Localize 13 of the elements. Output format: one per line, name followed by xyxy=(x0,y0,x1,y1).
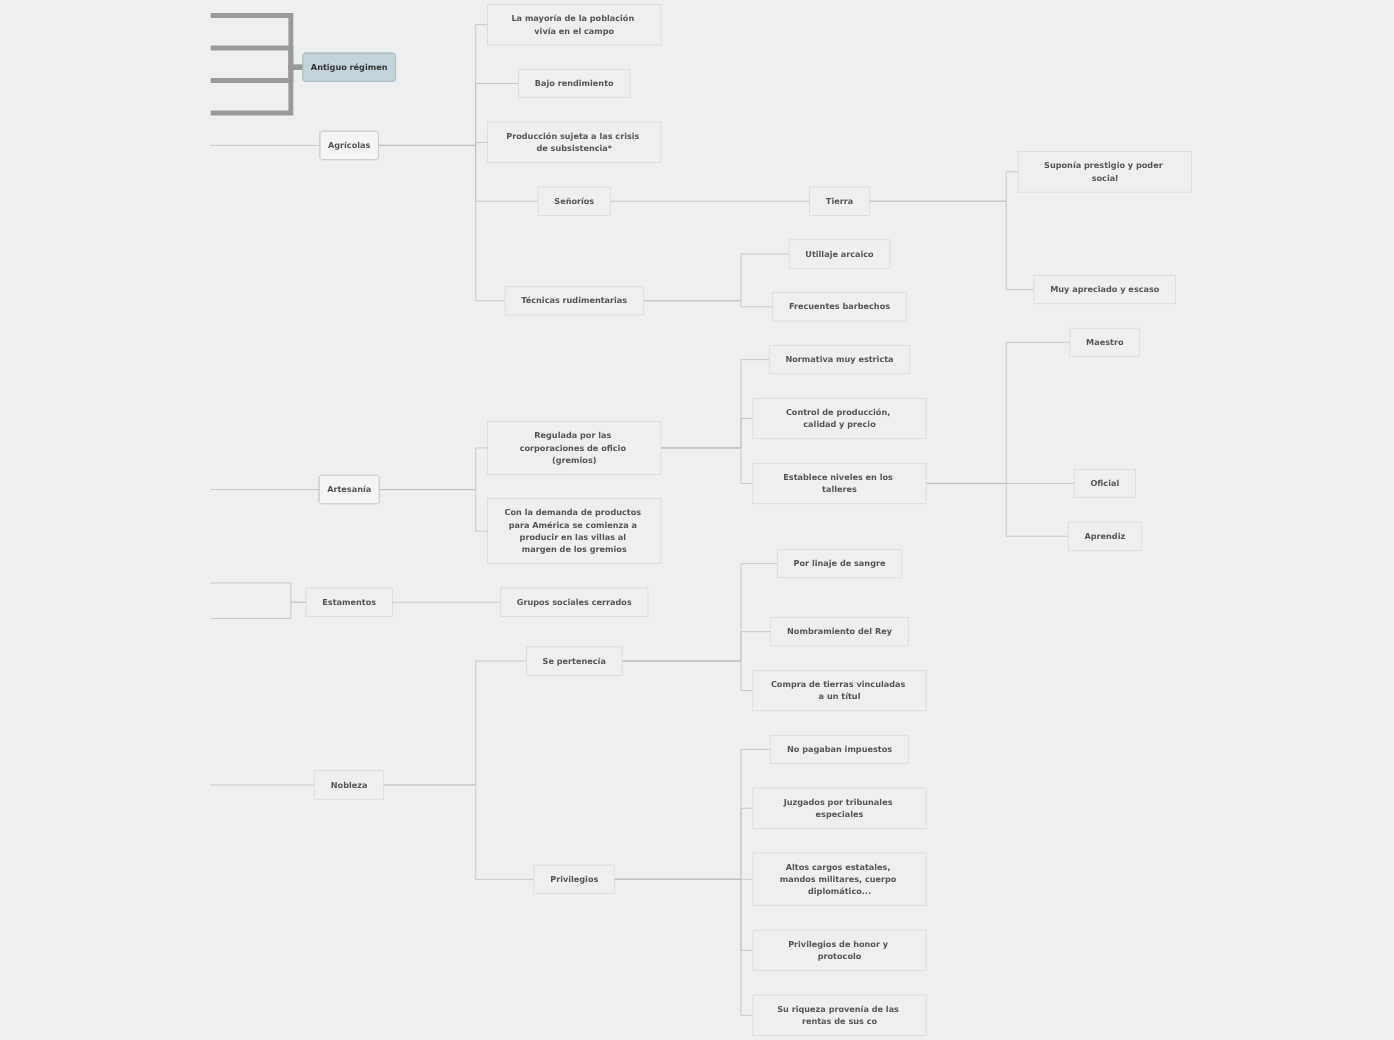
connector-line xyxy=(643,300,774,308)
connector-line xyxy=(210,145,321,146)
connector-line xyxy=(621,660,754,691)
connector-line xyxy=(660,447,754,484)
connector-line xyxy=(614,878,754,1016)
connector-line xyxy=(383,784,535,880)
connector-line xyxy=(378,145,506,302)
connector-line xyxy=(925,483,1069,537)
connector-line xyxy=(210,601,307,619)
connector-line xyxy=(378,489,489,532)
connector-line xyxy=(210,64,303,116)
connector-line xyxy=(210,489,320,490)
connector-line xyxy=(869,200,1035,290)
